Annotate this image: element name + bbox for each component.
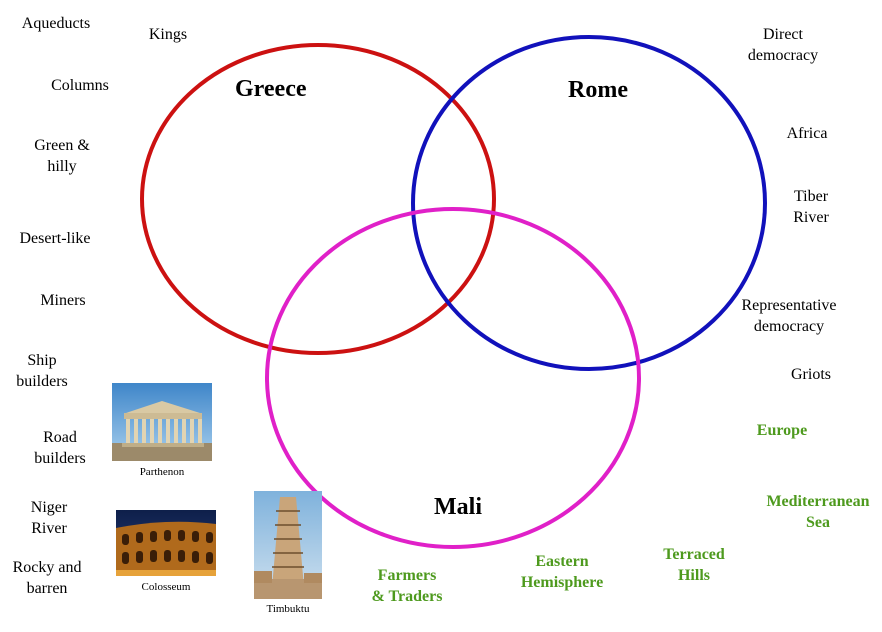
timbuktu-image <box>254 491 322 599</box>
term-europe: Europe <box>756 422 808 439</box>
rome-circle <box>411 35 767 371</box>
term-desert-like: Desert-like <box>19 230 91 247</box>
term-miners: Miners <box>40 292 86 309</box>
term-terraced-hills: Terraced Hills <box>663 546 725 584</box>
term-eastern-hemisphere: Eastern Hemisphere <box>520 553 604 591</box>
greece-circle <box>140 43 496 355</box>
term-green-hilly: Green & hilly <box>34 137 90 175</box>
term-direct-democracy: Direct democracy <box>747 26 819 64</box>
greece-title: Greece <box>235 76 307 102</box>
colosseum-image <box>116 510 216 576</box>
timbuktu-caption: Timbuktu <box>266 603 310 615</box>
term-aqueducts: Aqueducts <box>21 15 91 32</box>
term-rocky-barren: Rocky and barren <box>12 559 82 597</box>
term-tiber-river: Tiber River <box>793 188 829 226</box>
parthenon-image <box>112 383 212 461</box>
colosseum-caption: Colosseum <box>141 581 191 593</box>
mali-circle <box>265 207 641 549</box>
term-africa: Africa <box>786 125 828 142</box>
term-ship-builders: Ship builders <box>16 352 68 390</box>
mali-title: Mali <box>434 494 482 520</box>
term-niger-river: Niger River <box>30 499 68 537</box>
term-mediterranean-sea: Mediterranean Sea <box>766 493 870 531</box>
term-griots: Griots <box>791 366 831 383</box>
term-representative-democracy: Representative democracy <box>741 297 837 335</box>
term-columns: Columns <box>51 77 109 94</box>
term-kings: Kings <box>148 26 188 43</box>
rome-title: Rome <box>568 77 628 103</box>
term-farmers-traders: Farmers & Traders <box>371 567 443 605</box>
term-road-builders: Road builders <box>34 429 86 467</box>
parthenon-caption: Parthenon <box>139 466 185 478</box>
